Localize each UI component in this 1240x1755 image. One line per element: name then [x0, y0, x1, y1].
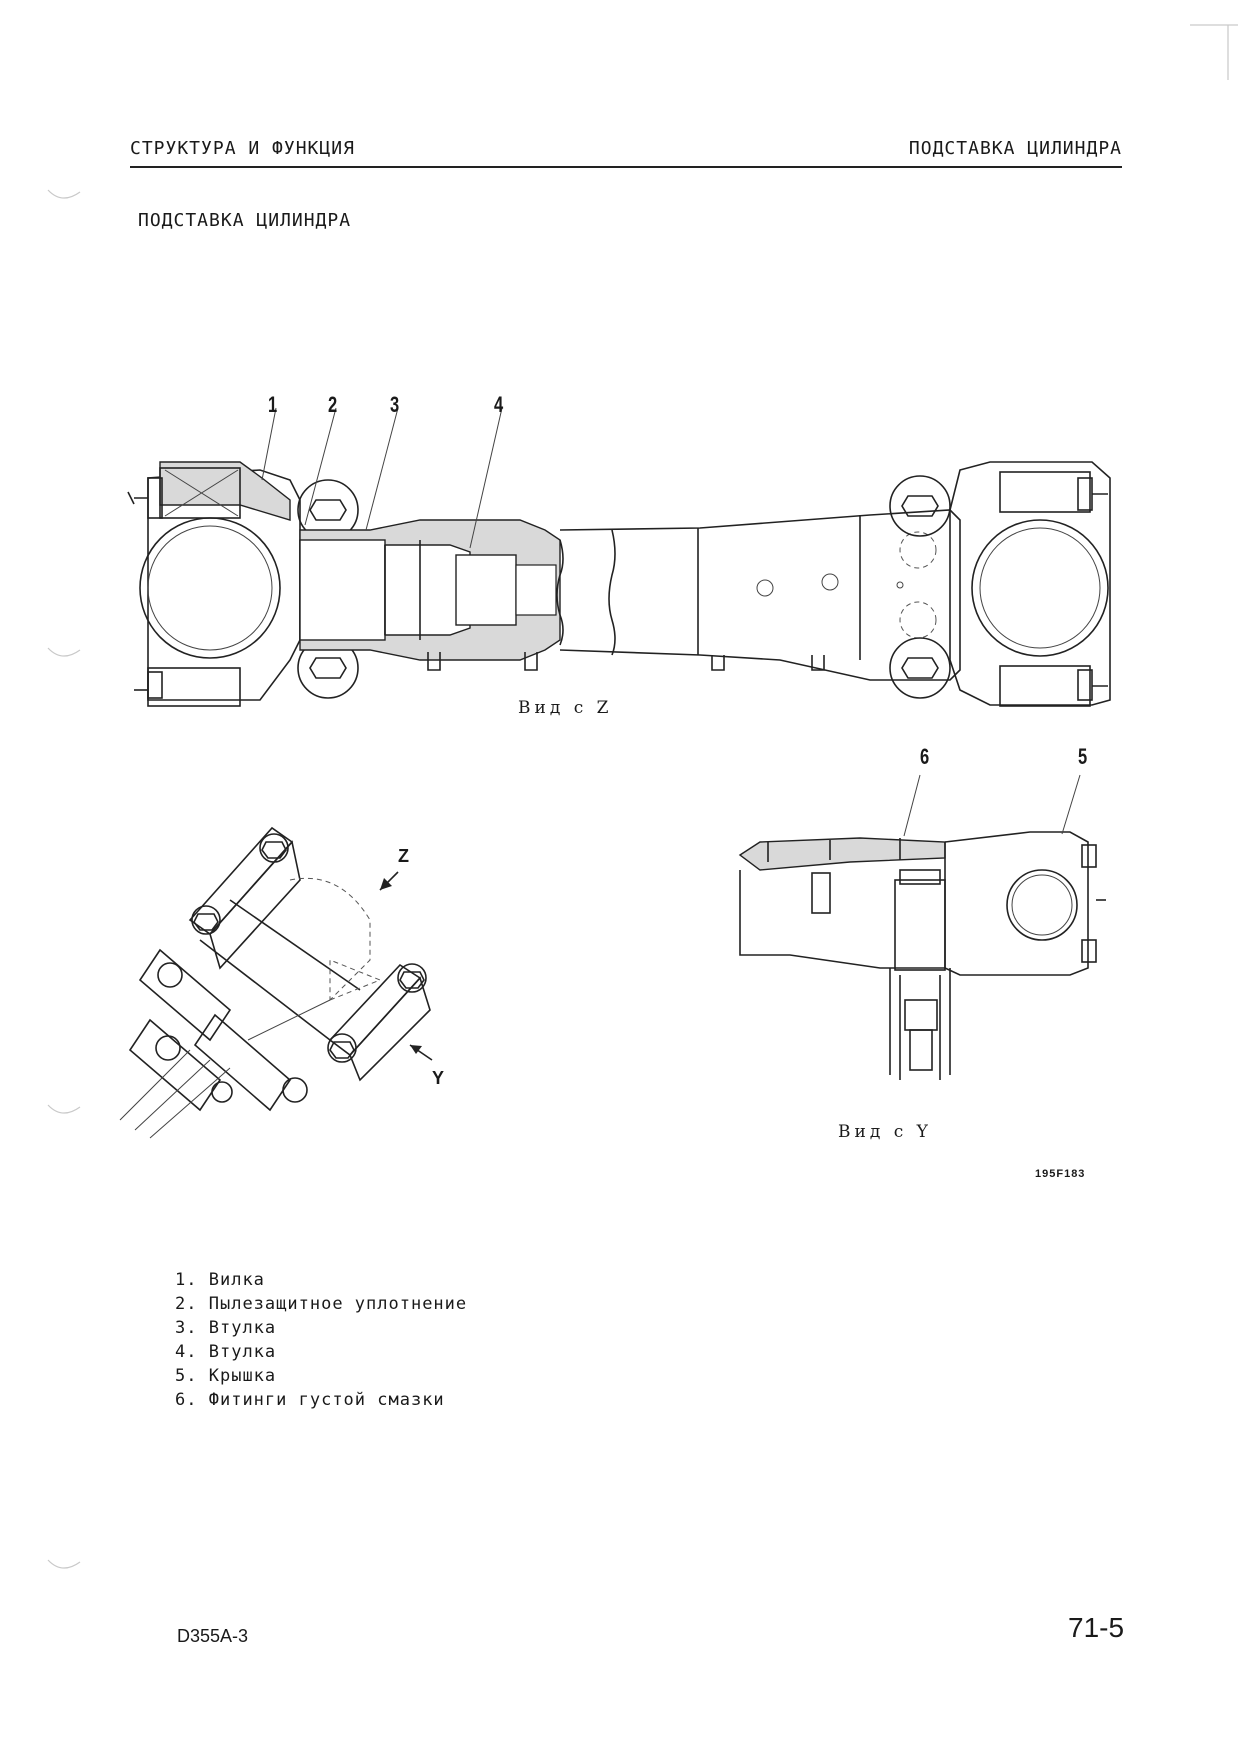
callout-5: 5 [1078, 744, 1088, 769]
parts-legend: 1. Вилка 2. Пылезащитное уплотнение 3. В… [175, 1268, 467, 1412]
legend-item: 4. Втулка [175, 1342, 277, 1362]
header-rule [130, 166, 1122, 168]
view-z-drawing [127, 407, 1111, 707]
legend-item: 6. Фитинги густой смазки [175, 1390, 445, 1410]
section-title: ПОДСТАВКА ЦИЛИНДРА [138, 210, 352, 231]
view-y-drawing [738, 774, 1106, 1080]
perspective-drawing [119, 826, 433, 1139]
footer-model: D355A-3 [177, 1626, 249, 1646]
callout-2: 2 [328, 392, 338, 417]
callout-6: 6 [920, 744, 930, 769]
page-number: 71-5 [1068, 1612, 1125, 1643]
view-y-caption: Вид с Y [838, 1122, 932, 1142]
callout-1: 1 [268, 392, 278, 417]
arrow-z-label: Z [398, 846, 409, 866]
header-right: ПОДСТАВКА ЦИЛИНДРА [908, 138, 1122, 159]
callout-4: 4 [494, 392, 504, 417]
legend-item: 5. Крышка [175, 1366, 277, 1386]
callout-3: 3 [390, 392, 400, 417]
legend-item: 3. Втулка [175, 1318, 277, 1338]
view-z-caption: Вид с Z [518, 698, 613, 718]
header-left: СТРУКТУРА И ФУНКЦИЯ [130, 138, 355, 159]
arrow-y-label: Y [432, 1068, 445, 1088]
legend-item: 2. Пылезащитное уплотнение [175, 1294, 468, 1314]
figure-code: 195F183 [1035, 1168, 1086, 1180]
legend-item: 1. Вилка [175, 1270, 265, 1290]
